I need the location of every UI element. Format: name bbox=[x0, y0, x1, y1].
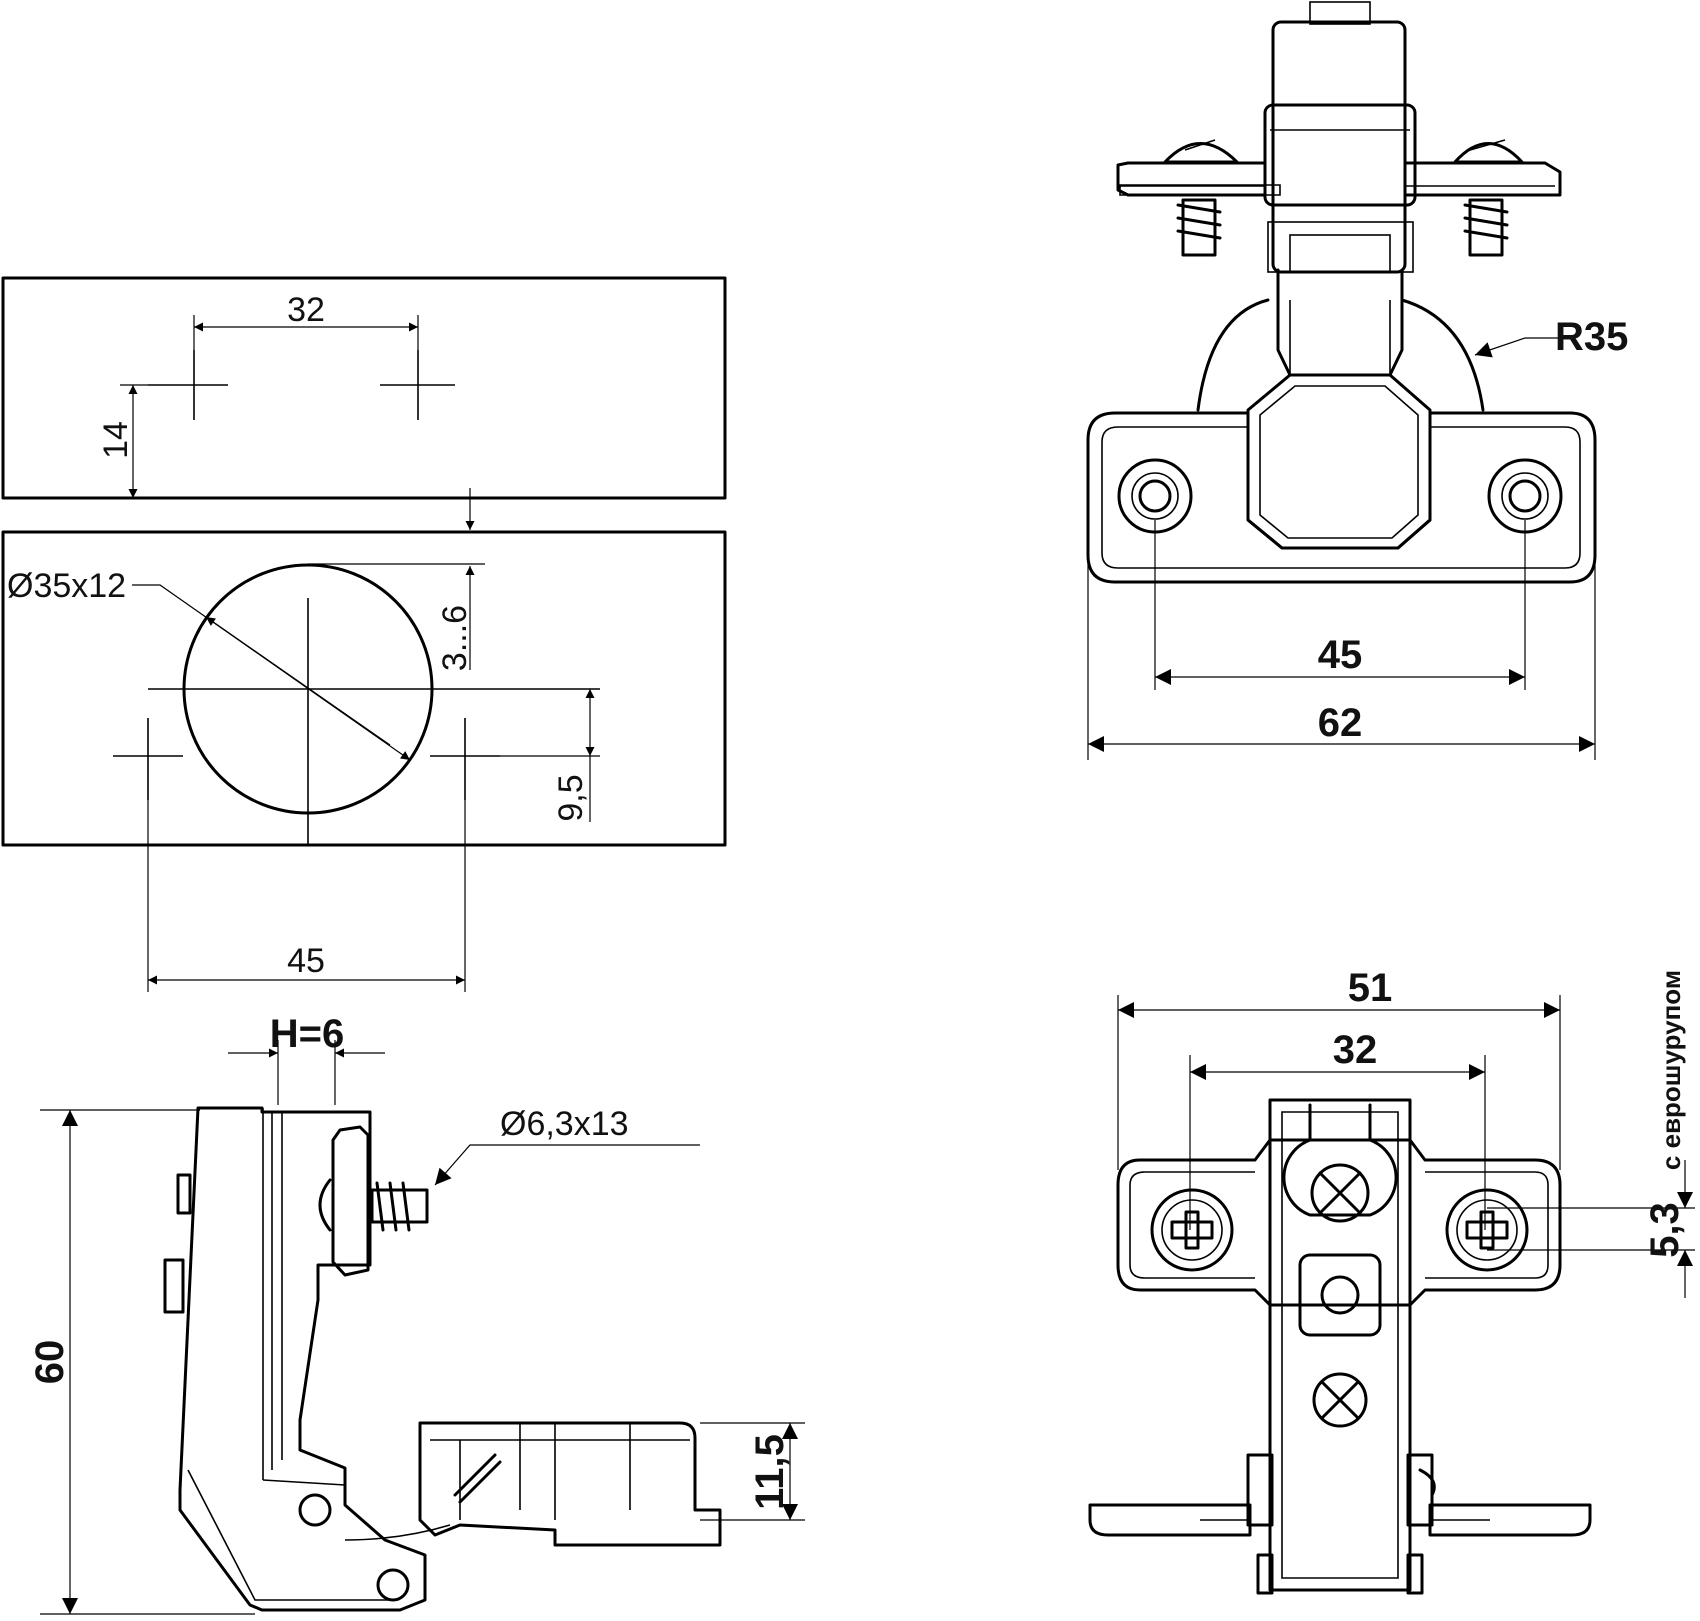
cam-adjuster bbox=[1298, 1253, 1382, 1337]
pivot-hole-lower bbox=[376, 1568, 410, 1602]
hinge-arm-plate-view bbox=[1268, 1098, 1412, 1592]
cup-plate bbox=[1086, 411, 1597, 584]
hinge-side-view: H=6 Ø6,3x13 60 11,5 bbox=[28, 1012, 805, 1615]
mounting-plate-view: 51 32 bbox=[1088, 966, 1695, 1595]
door-board-outline bbox=[1, 530, 727, 847]
pivot-hole-upper bbox=[298, 1493, 332, 1527]
euro-screw-right bbox=[1445, 1188, 1529, 1272]
dimension-label-45-top-view: 45 bbox=[1318, 633, 1363, 677]
dimension-label-45-bottom: 45 bbox=[287, 942, 325, 980]
cup-diameter-label: Ø35x12 bbox=[7, 567, 126, 605]
hinge-arm-body bbox=[178, 1106, 427, 1612]
euro-screw-left bbox=[1150, 1188, 1234, 1272]
wing-screw-right bbox=[1453, 139, 1524, 257]
mounting-plate-outline bbox=[1116, 1138, 1562, 1307]
dimension-label-60: 60 bbox=[28, 1340, 72, 1385]
wood-screw-side bbox=[370, 1181, 429, 1232]
cup-radius-arc bbox=[1196, 298, 1485, 412]
arm-slot bbox=[1282, 1103, 1398, 1217]
screw-diameter-label: Ø6,3x13 bbox=[500, 1105, 629, 1143]
wing-screw-left bbox=[1163, 139, 1239, 257]
dimension-label-5-3: 5,3 bbox=[1643, 1202, 1687, 1258]
cup-side-profile bbox=[418, 1421, 722, 1547]
radius-label-r35: R35 bbox=[1555, 315, 1628, 359]
dimension-label-14: 14 bbox=[97, 421, 135, 459]
hole-pattern-view: 32 14 Ø35x12 3...6 9,5 bbox=[1, 276, 727, 992]
frame-board-outline bbox=[1, 276, 727, 500]
dimension-label-h6: H=6 bbox=[270, 1012, 345, 1056]
door-screw-crosses bbox=[113, 718, 500, 800]
euro-screw-note: с еврошурупом bbox=[1656, 970, 1686, 1170]
cross-screw-bottom bbox=[1312, 1372, 1368, 1428]
dimension-label-62: 62 bbox=[1318, 701, 1363, 745]
dimension-label-51: 51 bbox=[1348, 966, 1393, 1010]
dimension-label-3-6: 3...6 bbox=[436, 605, 474, 671]
dimension-label-11-5: 11,5 bbox=[748, 1434, 792, 1510]
dimension-label-32-plate: 32 bbox=[1333, 1028, 1378, 1072]
hinge-top-view: R35 45 62 bbox=[1086, 1, 1628, 760]
cross-screw-top bbox=[1310, 1163, 1370, 1223]
dimension-label-9-5: 9,5 bbox=[552, 774, 590, 821]
screw-hole-crosses bbox=[148, 350, 455, 420]
dimension-label-32: 32 bbox=[287, 291, 325, 329]
